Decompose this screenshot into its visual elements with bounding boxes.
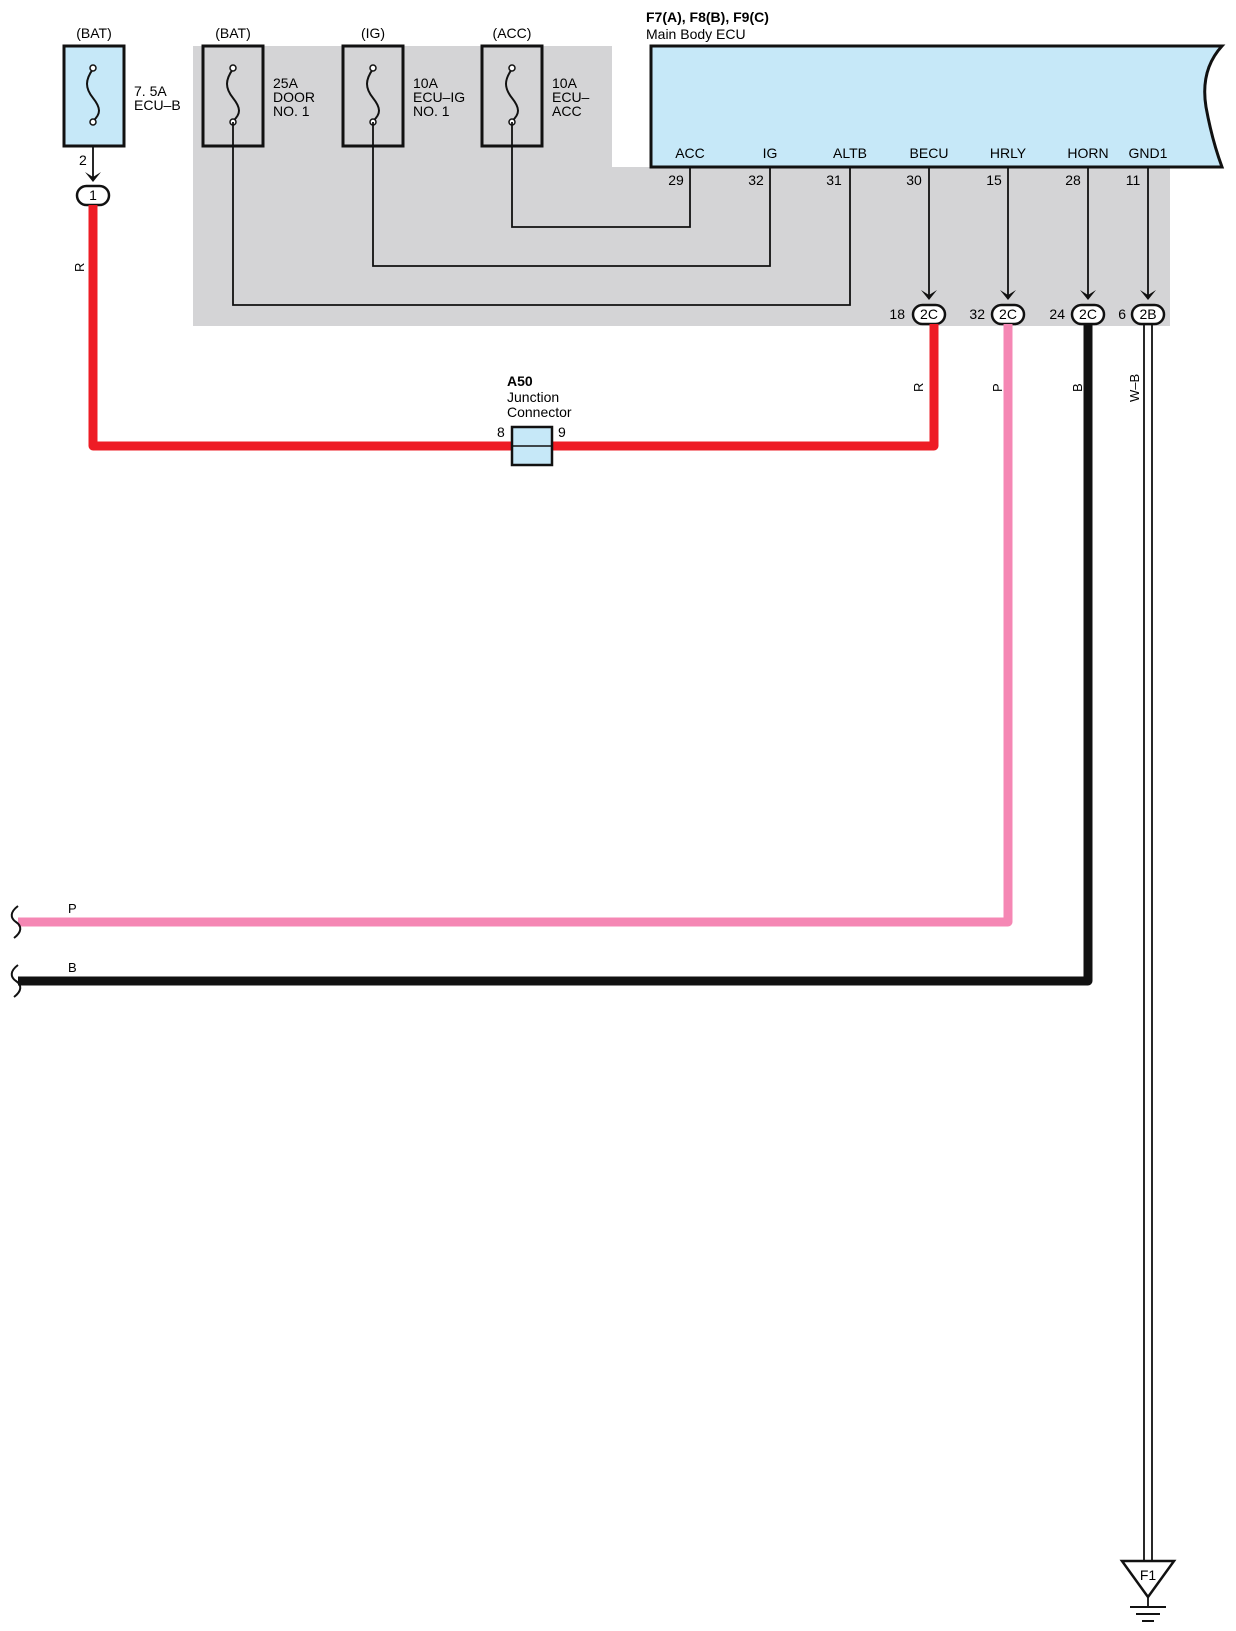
- fuse-ecu-acc-name-1: ECU–: [552, 89, 590, 105]
- ecu-terminal-ig: IG: [763, 145, 778, 161]
- fuse-door-rating: 25A: [273, 75, 299, 91]
- ecu-pin-altb: 31: [826, 172, 842, 188]
- ecu-terminal-altb: ALTB: [833, 145, 867, 161]
- ecu-connector-title: F7(A), F8(B), F9(C): [646, 9, 769, 25]
- jc-gnd1-pin: 6: [1118, 306, 1126, 322]
- junction-block-area: [193, 46, 1170, 326]
- fuse-door-name-2: NO. 1: [273, 103, 310, 119]
- ground-f1: [1119, 1559, 1177, 1622]
- fuse-ecu-acc-rating: 10A: [552, 75, 578, 91]
- wire-label-fuse-r: R: [72, 263, 87, 272]
- ecu-pin-hrly: 15: [986, 172, 1002, 188]
- jc-horn-code: 2C: [1079, 306, 1097, 322]
- ecu-pin-gnd1: 11: [1126, 172, 1141, 188]
- jc-hrly-code: 2C: [999, 306, 1017, 322]
- ecu-terminal-hrly: HRLY: [990, 145, 1027, 161]
- a50-pin-left: 8: [497, 424, 505, 440]
- wire-label-gnd-wb: W–B: [1127, 374, 1142, 402]
- junction-connector-a50: [510, 425, 554, 467]
- wire-black: [18, 324, 1093, 986]
- ecu-name: Main Body ECU: [646, 26, 746, 42]
- ecu-pin-ig: 32: [748, 172, 764, 188]
- fuse-ecu-b: [62, 44, 126, 148]
- jc-becu-code: 2C: [920, 306, 938, 322]
- wire-label-becu-r: R: [911, 383, 926, 392]
- connector-fuse-label: 1: [89, 187, 97, 203]
- jc-horn-pin: 24: [1049, 306, 1065, 322]
- wire-ig: [372, 122, 771, 267]
- fuse-ecu-ig-rating: 10A: [413, 75, 439, 91]
- ecu-terminal-gnd1: GND1: [1129, 145, 1168, 161]
- wire-label-bottom-b: B: [68, 960, 77, 975]
- wire-label-bottom-p: P: [68, 901, 77, 916]
- break-symbol-black: [10, 964, 22, 998]
- a50-name-2: Connector: [507, 404, 572, 420]
- ecu-terminal-horn: HORN: [1067, 145, 1108, 161]
- fuse-ecu-ig-name-1: ECU–IG: [413, 89, 465, 105]
- jc-connector-becu: [911, 290, 947, 326]
- fuse-ecu-ig-source: (IG): [361, 25, 385, 41]
- jc-hrly-pin: 32: [969, 306, 985, 322]
- fuse-ecu-b-rating: 7. 5A: [134, 83, 167, 99]
- fuse-door-source: (BAT): [215, 25, 251, 41]
- fuse-ecu-ig-name-2: NO. 1: [413, 103, 450, 119]
- wire-altb: [232, 122, 851, 306]
- ecu-terminal-acc: ACC: [675, 145, 705, 161]
- a50-pin-right: 9: [558, 424, 566, 440]
- fuse-pin-number: 2: [79, 152, 87, 168]
- wire-acc: [511, 122, 691, 228]
- wire-pink: [18, 324, 1013, 927]
- break-symbol-pink: [10, 905, 22, 939]
- a50-code: A50: [507, 373, 533, 389]
- ecu-pin-horn: 28: [1065, 172, 1081, 188]
- fuse-ecu-acc-name-2: ACC: [552, 103, 582, 119]
- jc-connector-gnd1: [1130, 290, 1166, 326]
- ecu-terminal-becu: BECU: [910, 145, 949, 161]
- wire-label-horn-b: B: [1070, 383, 1085, 392]
- jc-becu-pin: 18: [889, 306, 905, 322]
- ecu-pin-becu: 30: [906, 172, 922, 188]
- connector-arrow-fuse: [85, 172, 101, 182]
- fuse-ecu-b-name: ECU–B: [134, 97, 181, 113]
- wire-red: [88, 205, 512, 451]
- fuse-door-name-1: DOOR: [273, 89, 315, 105]
- ecu-pin-acc: 29: [668, 172, 684, 188]
- a50-name-1: Junction: [507, 389, 559, 405]
- jc-connector-horn: [1070, 290, 1106, 326]
- fuse-ecu-acc-source: (ACC): [493, 25, 532, 41]
- wire-red-right: [552, 324, 939, 451]
- fuse-ecu-b-source: (BAT): [76, 25, 112, 41]
- jc-gnd1-code: 2B: [1139, 306, 1156, 322]
- wire-label-hrly-p: P: [990, 383, 1005, 392]
- ground-f1-label: F1: [1140, 1567, 1157, 1583]
- main-body-ecu-box: [649, 44, 1226, 169]
